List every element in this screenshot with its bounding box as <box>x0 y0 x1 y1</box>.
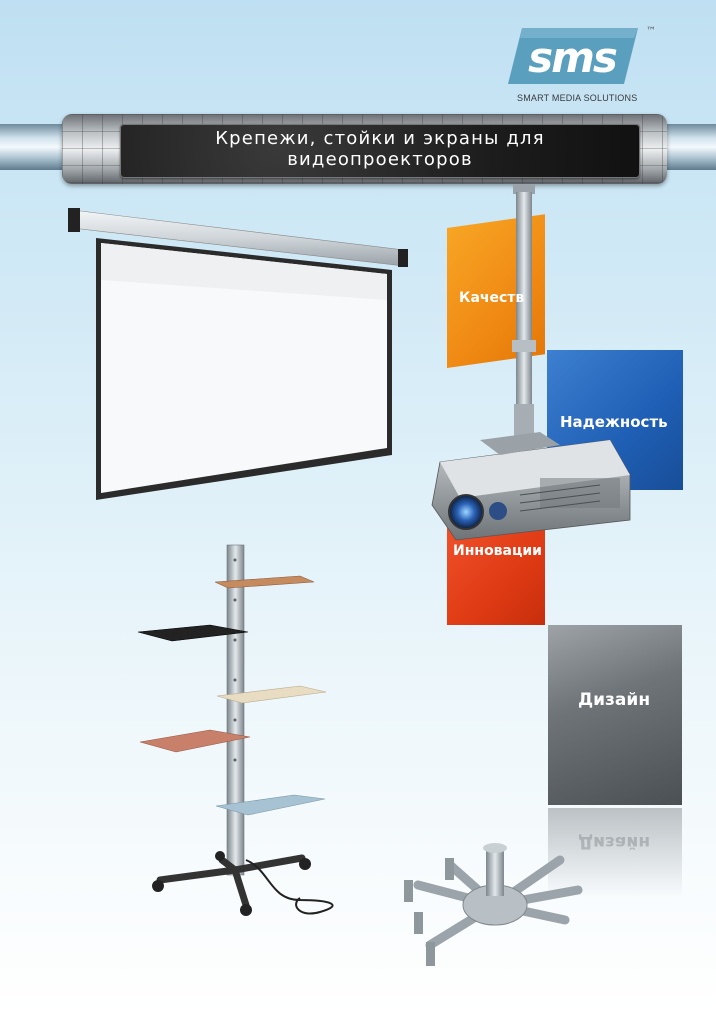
trademark-symbol: ™ <box>646 26 656 37</box>
quality-label: Качеств <box>459 290 525 306</box>
title-line-2: видеопроекторов <box>287 149 473 170</box>
innovation-panel <box>447 525 545 625</box>
ceiling-mount <box>512 184 536 436</box>
design-label-reflection: Дизайн <box>578 832 651 852</box>
design-panel-reflection <box>548 808 682 898</box>
mount-bracket <box>404 843 583 966</box>
design-label: Дизайн <box>578 690 651 710</box>
projector <box>431 432 631 541</box>
innovation-label: Инновации <box>453 543 542 559</box>
title-plate <box>120 124 640 178</box>
page-title: Крепежи, стойки и экраны для видеопроект… <box>120 128 640 170</box>
title-line-1: Крепежи, стойки и экраны для <box>215 128 545 149</box>
reliability-label: Надежность <box>560 413 668 431</box>
logo-tagline: SMART MEDIA SOLUTIONS <box>517 93 638 103</box>
equipment-trolley <box>137 544 334 916</box>
sms-logo: sms <box>508 24 638 88</box>
design-panel <box>548 625 682 805</box>
projection-screen <box>68 208 408 500</box>
svg-text:sms: sms <box>528 33 617 82</box>
